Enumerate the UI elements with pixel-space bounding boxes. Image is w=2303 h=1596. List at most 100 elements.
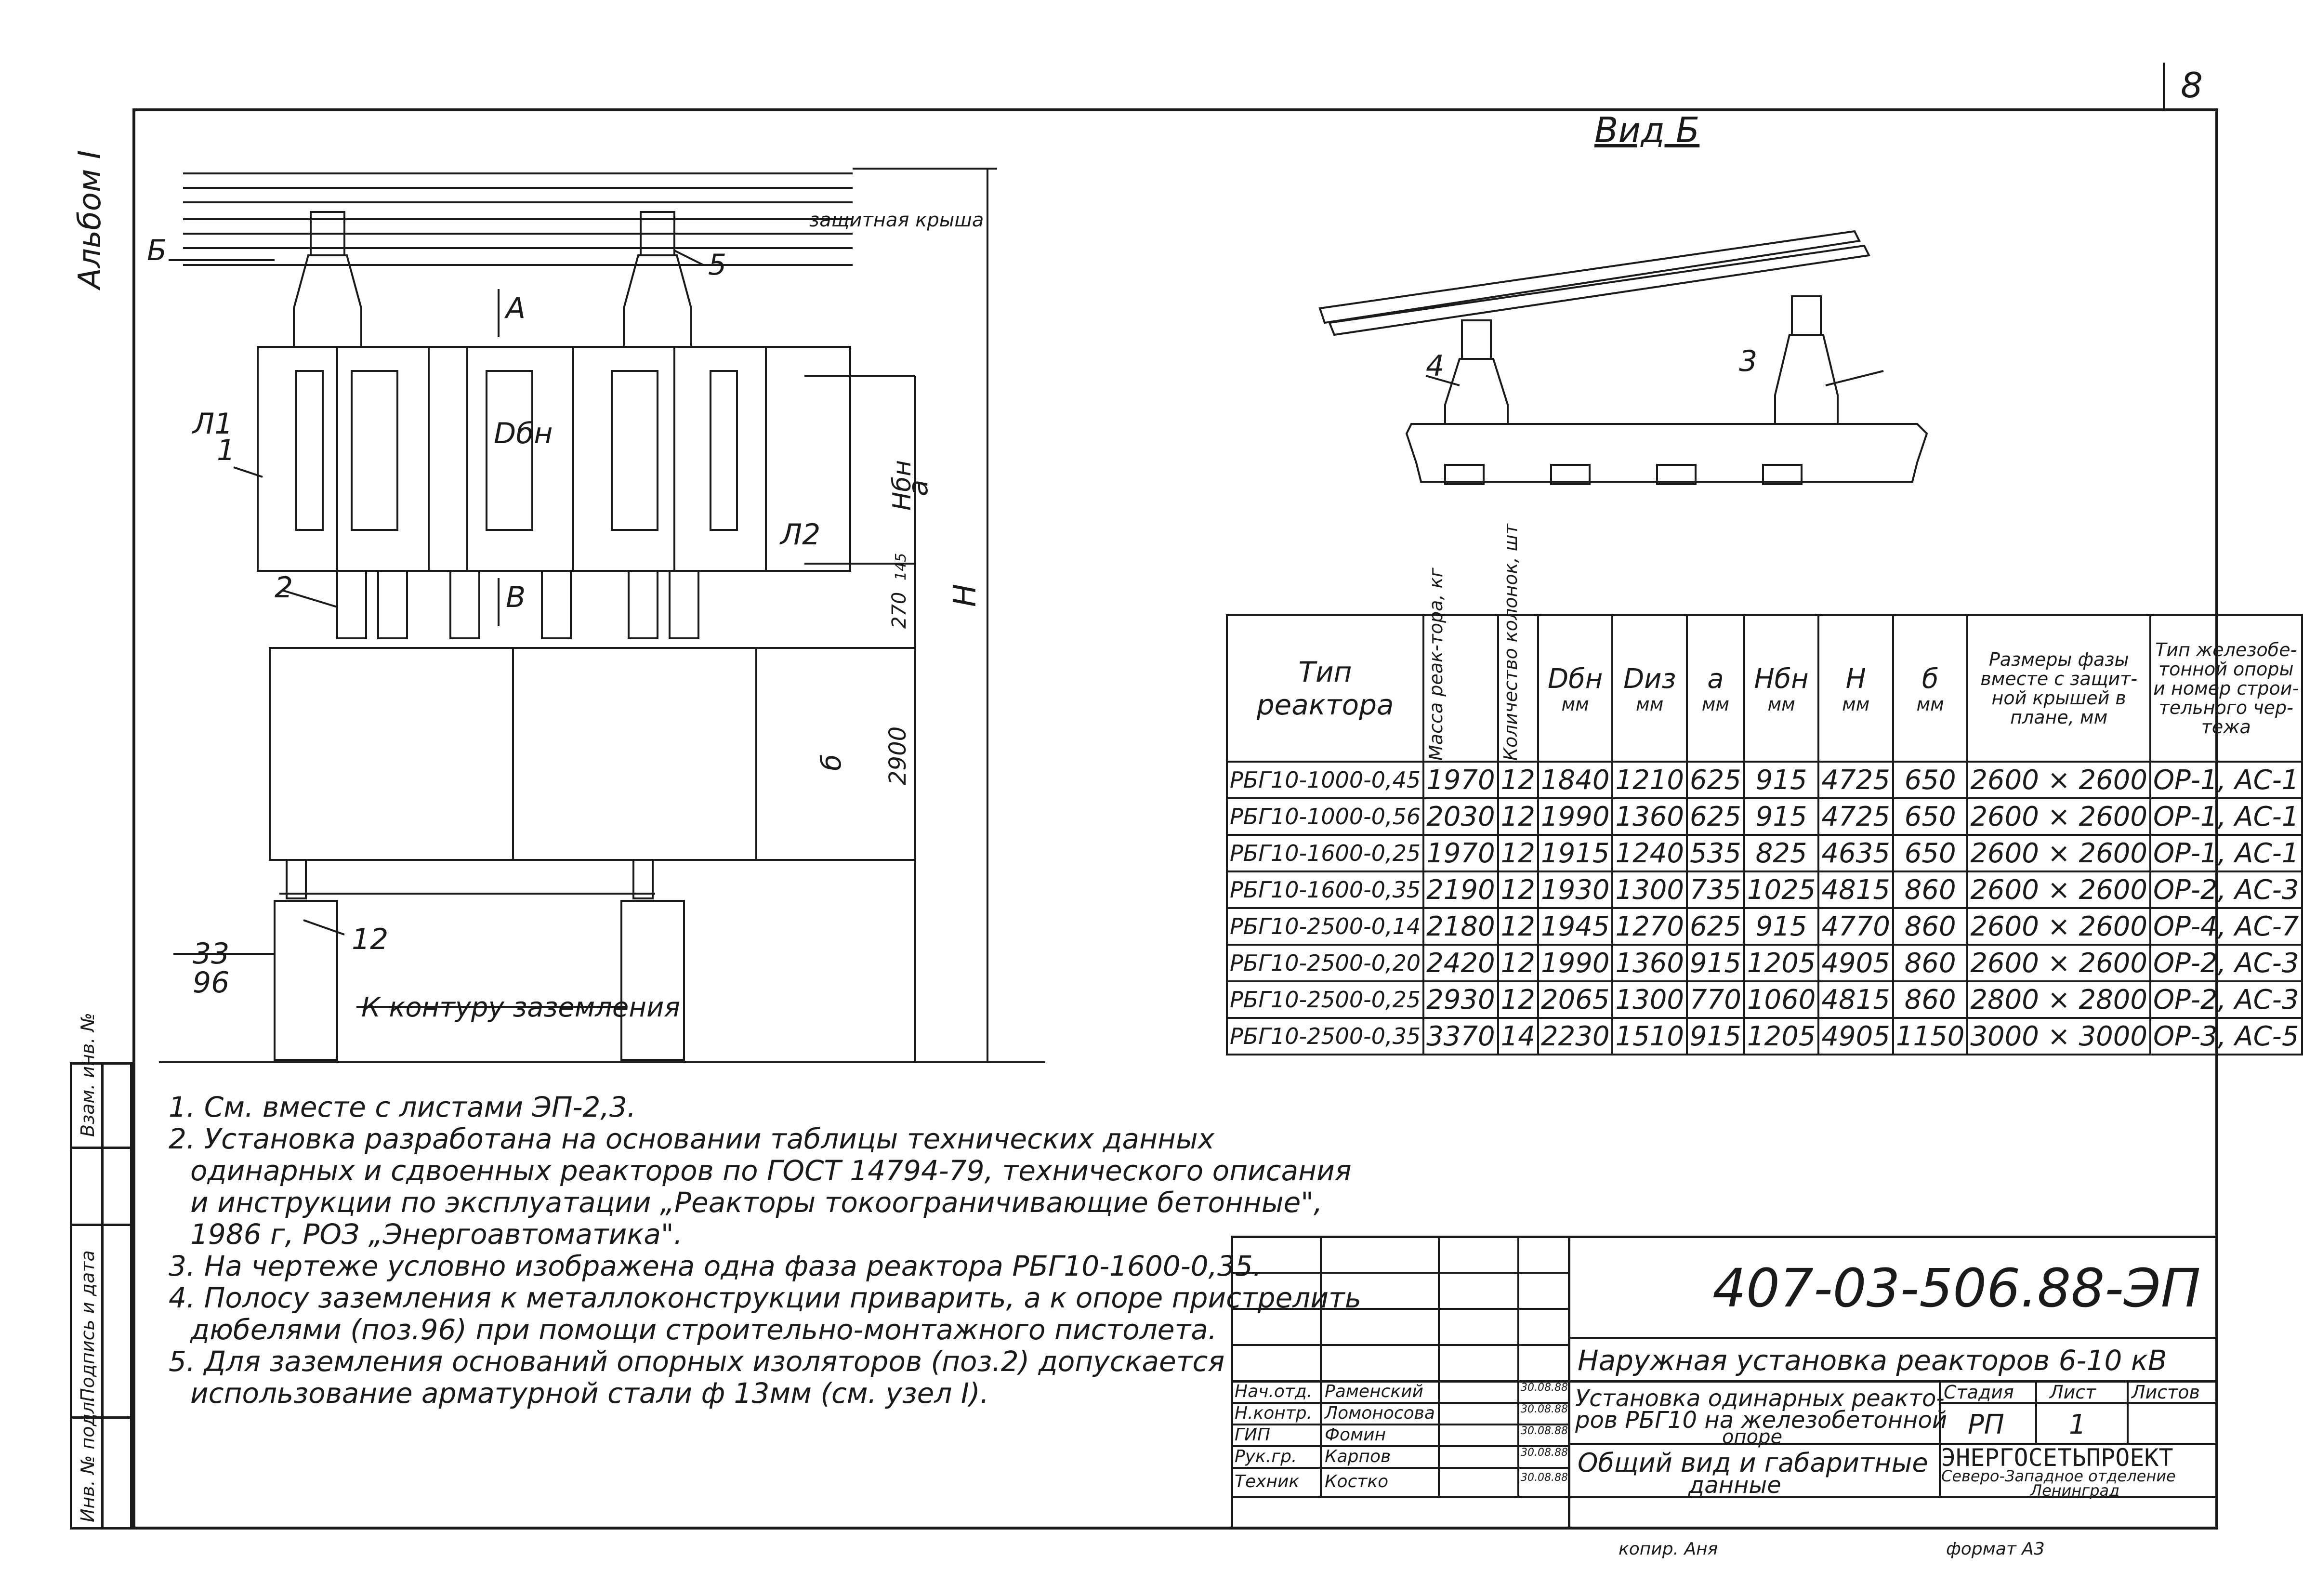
dim-h: Н <box>948 584 983 607</box>
table-cell: 2600 × 2600 <box>1966 797 2151 836</box>
role-date: 30.08.88 <box>1521 1472 1568 1484</box>
table-cell: 825 <box>1743 834 1820 872</box>
reactor-type-cell: РБГ10-1000-0,45 <box>1225 761 1425 799</box>
table-cell: 915 <box>1685 1017 1745 1055</box>
header-hbn-text: Нбн <box>1754 663 1809 695</box>
note-line: 3. На чертеже условно изображена одна фа… <box>169 1250 1262 1282</box>
header-hbn-unit: мм <box>1767 693 1795 715</box>
drawing-notes: 1. См. вместе с листами ЭП-2,3.2. Устано… <box>169 1091 1361 1410</box>
reactor-type-cell: РБГ10-2500-0,20 <box>1225 944 1425 982</box>
table-cell: 2190 <box>1422 871 1499 909</box>
header-dbn-unit: мм <box>1561 693 1589 715</box>
reactor-data-table: Тип реактора Масса реак-тора, кг Количес… <box>1225 524 2303 1055</box>
table-cell: 1360 <box>1611 944 1688 982</box>
table-cell: 14 <box>1497 1017 1539 1055</box>
table-cell: 12 <box>1497 907 1539 946</box>
table-cell: ОР-1, АС-1 <box>2149 797 2303 836</box>
callout-3: 3 <box>1739 344 1757 378</box>
side-stamp-sign-date: Подпись и дата <box>77 1250 98 1402</box>
header-h-unit: мм <box>1842 693 1870 715</box>
table-cell: 1060 <box>1743 980 1820 1019</box>
callout-1: 1 <box>217 434 235 467</box>
table-cell: 2230 <box>1537 1017 1614 1055</box>
table-cell: 1930 <box>1537 871 1614 909</box>
stage-value: РП <box>1968 1409 2004 1440</box>
sheet-label: Лист <box>2050 1382 2096 1403</box>
role-label: Нач.отд. <box>1235 1382 1313 1401</box>
note-line: использование арматурной стали ф 13мм (с… <box>190 1377 989 1410</box>
header-mass: Масса реак-тора, кг <box>1422 567 1499 763</box>
stage-label: Стадия <box>1944 1382 2014 1403</box>
header-delta-text: б <box>1921 663 1939 695</box>
table-cell: 3000 × 3000 <box>1966 1017 2151 1055</box>
dim-2900: 2900 <box>884 726 911 785</box>
table-cell: ОР-3, АС-5 <box>2149 1017 2303 1055</box>
copied-by: копир. Аня <box>1619 1539 1718 1559</box>
sheet-subtitle-1: Общий вид и габаритные <box>1578 1448 1928 1478</box>
table-cell: 860 <box>1892 907 1969 946</box>
table-cell: ОР-2, АС-3 <box>2149 871 2303 909</box>
header-support: Тип железобе-тонной опоры и номер строи-… <box>2149 614 2303 763</box>
ground-label: К контуру заземления <box>361 992 680 1023</box>
header-a-unit: мм <box>1701 693 1730 715</box>
role-date: 30.08.88 <box>1521 1403 1568 1415</box>
view-label: Вид Б <box>1594 110 1700 150</box>
table-cell: 1205 <box>1743 944 1820 982</box>
table-cell: 1205 <box>1743 1017 1820 1055</box>
role-name: Фомин <box>1325 1425 1386 1445</box>
label-dbn: Dбн <box>494 417 553 450</box>
header-dbn-text: Dбн <box>1548 663 1603 695</box>
note-line: 1986 г, РОЗ „Энергоавтоматика". <box>190 1218 683 1251</box>
table-cell: ОР-1, АС-1 <box>2149 834 2303 872</box>
table-cell: 1840 <box>1537 761 1614 799</box>
role-label: Рук.гр. <box>1235 1447 1297 1466</box>
table-cell: 2030 <box>1422 797 1499 836</box>
reactor-type-cell: РБГ10-2500-0,25 <box>1225 980 1425 1019</box>
table-cell: 1360 <box>1611 797 1688 836</box>
label-l2: Л2 <box>779 518 820 552</box>
table-cell: 3370 <box>1422 1017 1499 1055</box>
table-cell: 4905 <box>1817 1017 1894 1055</box>
table-cell: 915 <box>1685 944 1745 982</box>
table-cell: ОР-4, АС-7 <box>2149 907 2303 946</box>
doc-code: 407-03-506.88-ЭП <box>1712 1257 2201 1319</box>
project-name: Наружная установка реакторов 6-10 кВ <box>1578 1344 2167 1377</box>
table-cell: 915 <box>1743 797 1820 836</box>
callout-2: 2 <box>275 571 293 605</box>
side-stamp-divider <box>101 1065 104 1527</box>
side-stamp-line-1 <box>72 1147 130 1149</box>
header-diz-unit: мм <box>1636 693 1664 715</box>
table-cell: 2600 × 2600 <box>1966 907 2151 946</box>
table-cell: 4770 <box>1817 907 1894 946</box>
table-cell: 1300 <box>1611 980 1688 1019</box>
note-line: и инструкции по эксплуатации „Реакторы т… <box>190 1186 1323 1219</box>
table-cell: 2600 × 2600 <box>1966 871 2151 909</box>
table-cell: 860 <box>1892 871 1969 909</box>
table-cell: 12 <box>1497 871 1539 909</box>
title-block: 407-03-506.88-ЭП Наружная установка реак… <box>1231 1236 2218 1530</box>
side-stamp-replace-inv: Взам. инв. № <box>77 1012 98 1137</box>
sheet-number: 8 <box>2163 63 2218 111</box>
header-mass-text: Масса реак-тора, кг <box>1425 567 1447 761</box>
table-cell: 735 <box>1685 871 1745 909</box>
org-name: ЭНЕРГОСЕТЬПРОЕКТ <box>1941 1444 2173 1472</box>
table-cell: 625 <box>1685 907 1745 946</box>
table-cell: 1990 <box>1537 797 1614 836</box>
header-size-text: Размеры фазы вместе с защит-ной крышей в… <box>1980 649 2138 728</box>
table-cell: 915 <box>1743 907 1820 946</box>
role-date: 30.08.88 <box>1521 1425 1568 1437</box>
callout-4: 4 <box>1426 349 1444 383</box>
table-cell: 4905 <box>1817 944 1894 982</box>
table-cell: 1240 <box>1611 834 1688 872</box>
table-cell: 650 <box>1892 834 1969 872</box>
table-cell: 2180 <box>1422 907 1499 946</box>
table-cell: ОР-2, АС-3 <box>2149 944 2303 982</box>
reactor-type-cell: РБГ10-2500-0,35 <box>1225 1017 1425 1055</box>
header-type-line1: Тип <box>1298 656 1352 688</box>
table-cell: 12 <box>1497 761 1539 799</box>
note-line: 5. Для заземления оснований опорных изол… <box>169 1345 1225 1378</box>
